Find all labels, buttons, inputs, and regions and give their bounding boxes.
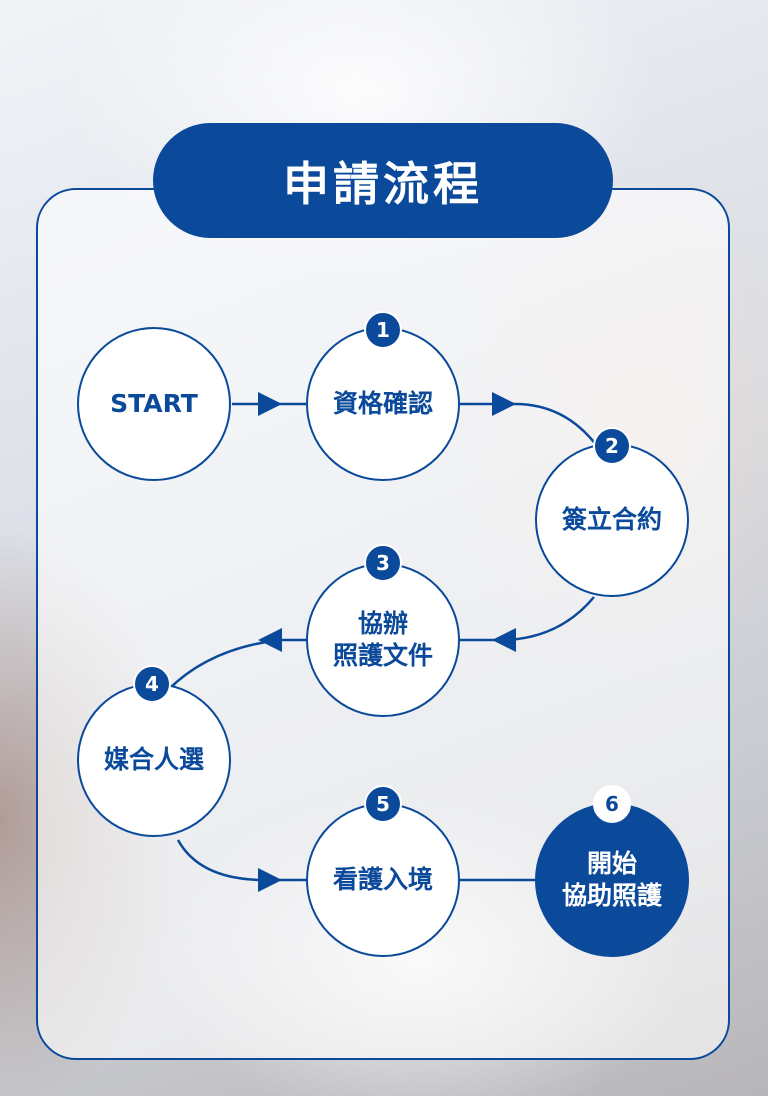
arrow-head-5: [258, 868, 282, 892]
arrow-head-1: [258, 392, 282, 416]
node-step-6-label-line-1: 開始: [586, 848, 637, 878]
connector-4-5: [176, 839, 306, 882]
page-title: 申請流程: [283, 156, 483, 211]
step-badge-5: 5: [364, 785, 402, 823]
step-badge-3: 3: [364, 544, 402, 582]
node-step-6: 開始 協助照護: [535, 803, 689, 957]
step-badge-1: 1: [364, 311, 402, 349]
node-step-6-label-line-2: 協助照護: [561, 881, 662, 910]
step-badge-2: 2: [593, 427, 631, 465]
connector-2-3: [460, 596, 595, 642]
node-start-label: START: [110, 388, 198, 418]
arrow-head-2: [492, 392, 516, 416]
connector-1-2: [460, 402, 598, 447]
node-step-4: 媒合人選: [77, 683, 231, 837]
node-step-2: 簽立合約: [535, 443, 689, 597]
title-banner: 申請流程: [153, 123, 613, 238]
node-step-1: 資格確認: [306, 327, 460, 481]
step-badge-4: 4: [133, 665, 171, 703]
node-step-4-label: 媒合人選: [103, 744, 204, 774]
step-badge-6: 6: [593, 785, 631, 823]
arrow-head-4: [258, 628, 282, 652]
node-step-5: 看護入境: [306, 803, 460, 957]
arrow-head-3: [492, 628, 516, 652]
node-step-3-label-line-2: 照護文件: [332, 641, 433, 670]
node-step-5-label: 看護入境: [332, 864, 433, 894]
node-start: START: [77, 327, 231, 481]
node-step-3: 協辦 照護文件: [306, 563, 460, 717]
node-step-2-label: 簽立合約: [561, 504, 662, 534]
connector-3-4: [167, 638, 306, 691]
node-step-1-label: 資格確認: [332, 388, 433, 418]
node-step-3-label-line-1: 協辦: [357, 608, 408, 638]
